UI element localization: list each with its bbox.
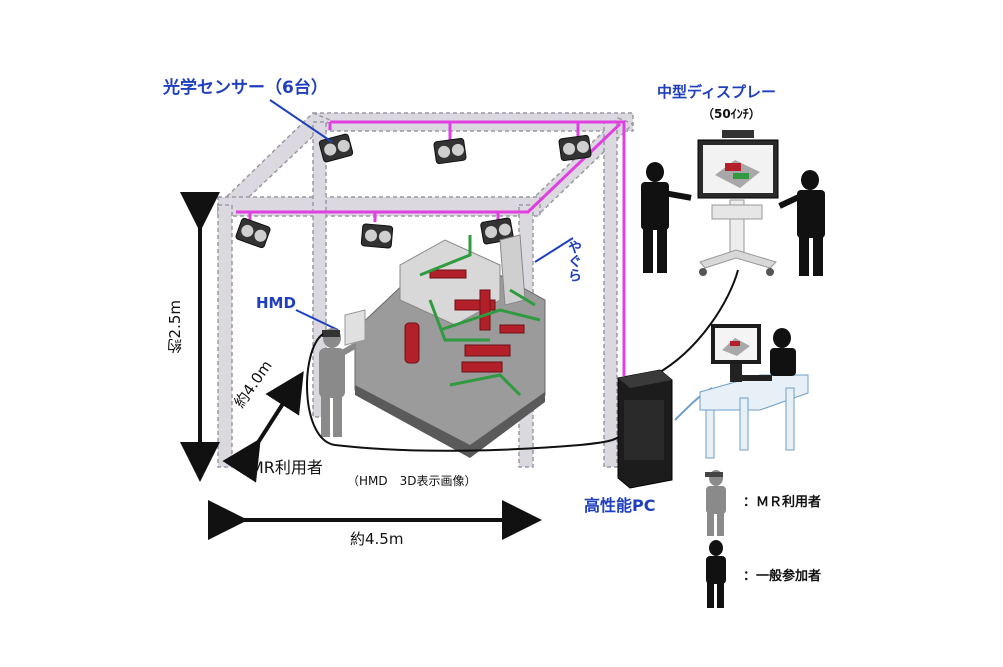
desk-workstation xyxy=(699,324,809,459)
sensor-icon xyxy=(558,134,592,162)
leader-lines xyxy=(269,99,574,331)
sensor-icon xyxy=(433,137,467,165)
sensor-icon xyxy=(235,217,271,249)
height-label: 約2.5m xyxy=(166,300,184,354)
optical-sensors-label: 光学センサー（6台） xyxy=(163,78,328,98)
hmd-caption: （HMD 3D表示画像） xyxy=(347,474,477,488)
optical-sensors xyxy=(235,133,592,249)
dimension-arrows xyxy=(180,192,542,540)
display-size-label: （50ｲﾝﾁ） xyxy=(702,107,761,121)
display-stand xyxy=(697,130,779,276)
mr-user-figure xyxy=(319,328,357,437)
pc-cables xyxy=(306,269,739,452)
width-label: 約4.5m xyxy=(350,530,404,548)
mr-user-label: MR利用者 xyxy=(250,458,323,477)
sensor-icon xyxy=(318,133,354,163)
mid-display-label: 中型ディスプレー xyxy=(657,83,776,101)
legend-participant-icon xyxy=(706,540,726,608)
participant-left xyxy=(641,162,692,273)
hmd-3d-model xyxy=(344,234,546,458)
yagura-label: やぐら xyxy=(566,240,582,282)
pc-label: 高性能PC xyxy=(584,496,656,515)
pc-tower xyxy=(617,369,673,489)
participant-right xyxy=(778,170,825,276)
sensor-icon xyxy=(480,217,514,245)
legend-mr-user-text: ：ＭＲ利用者 xyxy=(743,495,822,510)
hmd-label: HMD xyxy=(256,294,296,312)
sensor-icon xyxy=(360,223,394,249)
legend-mr-user-icon xyxy=(705,470,726,536)
legend-participant-text: ：一般参加者 xyxy=(743,569,822,584)
